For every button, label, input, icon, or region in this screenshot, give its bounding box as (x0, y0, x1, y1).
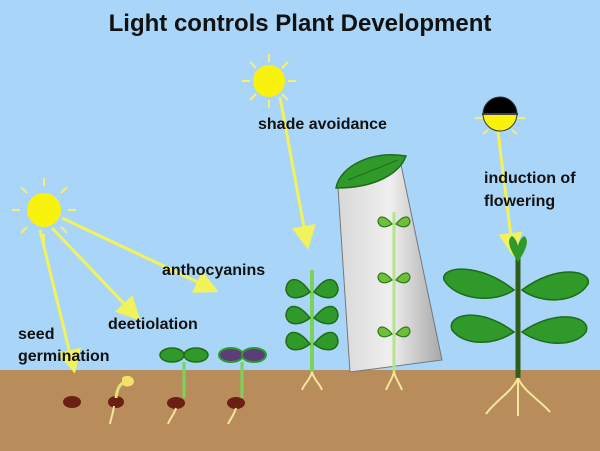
soil (0, 370, 600, 451)
day-night-sun-icon (475, 96, 525, 146)
seed-germination-label-line2: germination (18, 348, 110, 365)
deetiolation-label: deetiolation (108, 316, 198, 333)
page-title: Light controls Plant Development (108, 10, 492, 37)
anthocyanin-seedling (218, 347, 267, 425)
induction-of-flowering-label-line1: induction of (484, 170, 576, 187)
sunlit-plant (285, 270, 339, 391)
shading-structure (335, 154, 443, 373)
flowering-plant (443, 236, 589, 416)
shade-avoidance-label: shade avoidance (258, 116, 387, 133)
seeds (63, 396, 245, 409)
light-rays (38, 96, 523, 374)
shade-elongated-plant (377, 212, 411, 391)
germinating-sprout (109, 375, 134, 425)
sun-top-icon (242, 54, 296, 108)
sun-left-icon (12, 178, 76, 242)
anthocyanins-label: anthocyanins (162, 262, 266, 279)
deetiolated-seedling (159, 347, 209, 425)
seed-germination-label-line1: seed (18, 326, 55, 343)
induction-of-flowering-label-line2: flowering (484, 193, 556, 210)
